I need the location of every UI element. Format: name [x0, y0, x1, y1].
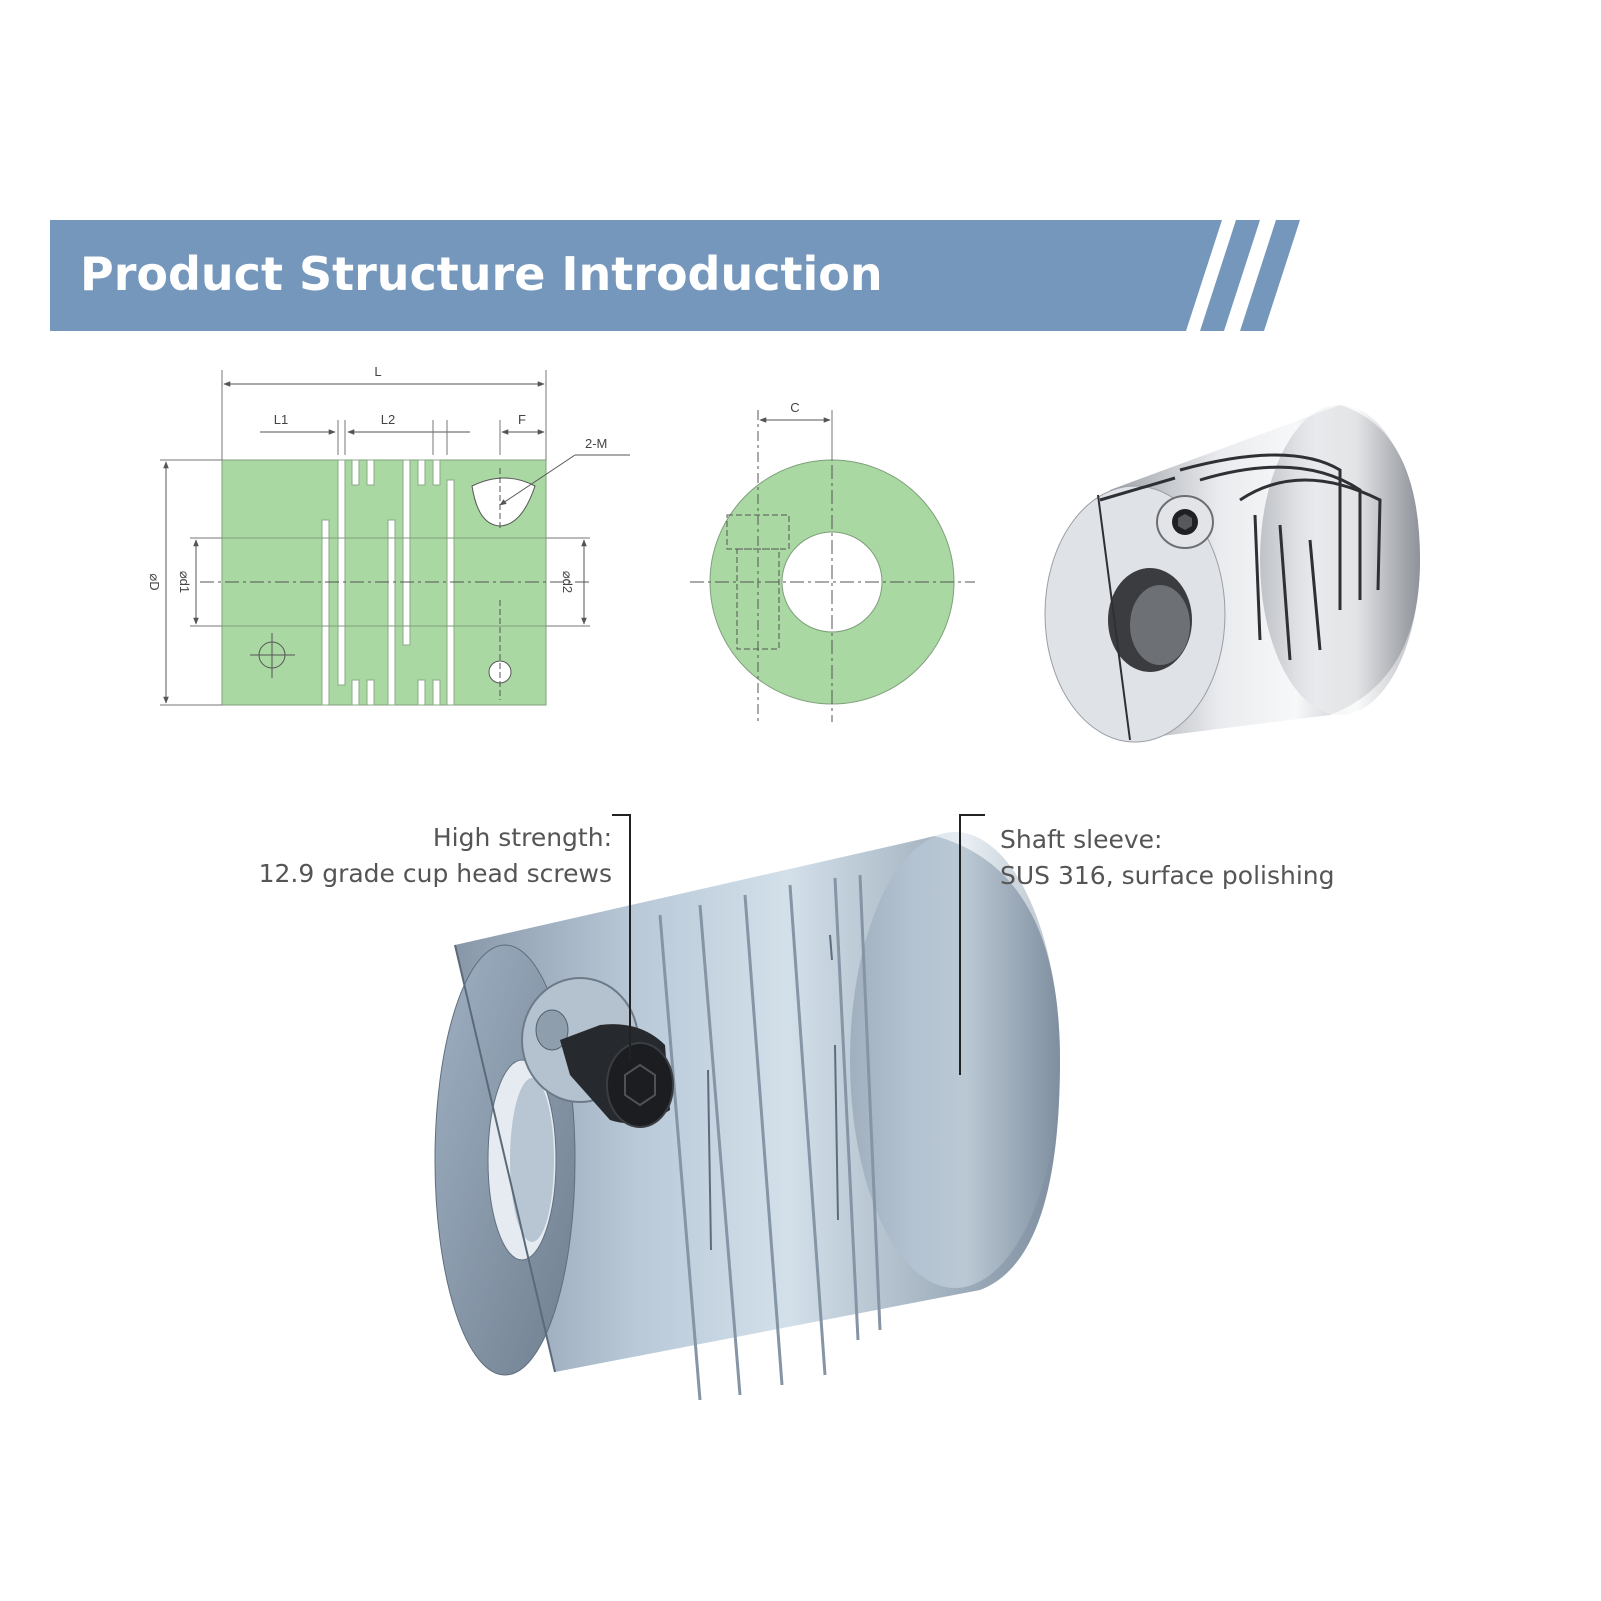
label-D: ⌀D	[147, 573, 162, 590]
header-banner: Product Structure Introduction	[50, 220, 1300, 331]
label-L2: L2	[381, 412, 395, 427]
leader-2M	[499, 454, 576, 506]
label-2M: 2-M	[585, 436, 607, 451]
coupling-render	[434, 832, 1060, 1401]
callout-sleeve-leader	[959, 814, 985, 1075]
coupling-photo-grooves	[1099, 453, 1382, 661]
label-d2: ⌀d2	[560, 571, 575, 593]
slot-group	[321, 459, 455, 706]
side-view-drawing: C	[690, 400, 975, 722]
banner-stripe-1	[1200, 220, 1260, 331]
side-bore	[781, 531, 883, 633]
render-grooves	[658, 874, 882, 1401]
label-C: C	[790, 400, 799, 415]
front-view-drawing: L L1 L2 F 2-M ⌀D ⌀d1 ⌀d2	[147, 364, 630, 706]
label-d1: ⌀d1	[177, 571, 192, 593]
callout-screw-detail: 12.9 grade cup head screws	[259, 859, 612, 888]
banner-stripe-2	[1240, 220, 1300, 331]
coupling-photo	[1044, 405, 1420, 743]
callout-screw: High strength: 12.9 grade cup head screw…	[259, 814, 631, 1060]
page-title: Product Structure Introduction	[80, 247, 883, 301]
render-slot-marks	[707, 934, 839, 1251]
label-L1: L1	[274, 412, 288, 427]
label-L: L	[374, 364, 381, 379]
callout-sleeve: Shaft sleeve: SUS 316, surface polishing	[959, 814, 1335, 1075]
banner-bar	[50, 220, 1222, 331]
label-F: F	[518, 412, 526, 427]
callout-sleeve-title: Shaft sleeve:	[1000, 825, 1162, 854]
callout-sleeve-detail: SUS 316, surface polishing	[1000, 861, 1335, 890]
callout-screw-leader	[612, 814, 631, 1060]
render-split-line	[454, 944, 556, 1373]
coupling-photo-split	[1097, 494, 1131, 741]
callout-screw-title: High strength:	[433, 823, 612, 852]
